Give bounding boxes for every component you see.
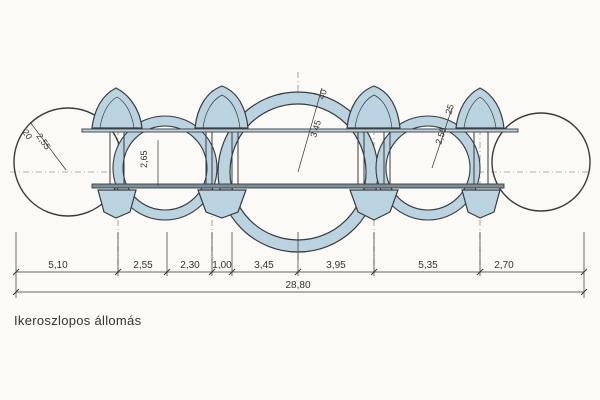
dim-label-1: 5,10 xyxy=(48,260,68,271)
dim-label-6: 3,95 xyxy=(326,260,346,271)
dimension-lines xyxy=(15,232,585,298)
slabs xyxy=(81,128,519,189)
pillar-bases xyxy=(97,189,501,221)
radius-label-20: 20 xyxy=(20,127,34,141)
radius-leaders xyxy=(29,87,453,186)
figure-caption: Ikeroszlopos állomás xyxy=(14,313,142,328)
pillar-caps-inner xyxy=(99,94,497,129)
dim-label-4: 1,00 xyxy=(212,260,232,271)
dim-label-5: 3,45 xyxy=(254,260,274,271)
pillar-caps-top xyxy=(91,85,505,129)
radius-label-265: 2,65 xyxy=(139,150,149,168)
radius-label-345: 3,45 xyxy=(308,119,323,139)
pillar-columns xyxy=(109,132,489,184)
radius-label-25: 25 xyxy=(443,103,456,116)
right-platform-tube xyxy=(491,112,591,212)
radius-label-40: 40 xyxy=(316,88,328,101)
intermediate-tubes xyxy=(112,115,481,221)
station-cross-section-drawing: 20 2,55 2,65 3,45 40 2,55 25 5,10 2,55 2… xyxy=(10,72,591,298)
dimension-ticks xyxy=(12,268,588,296)
total-dim-label: 28,80 xyxy=(285,280,310,291)
dim-label-2: 2,55 xyxy=(133,260,153,271)
dim-label-8: 2,70 xyxy=(494,260,514,271)
dim-label-3: 2,30 xyxy=(180,260,200,271)
dim-label-7: 5,35 xyxy=(418,260,438,271)
